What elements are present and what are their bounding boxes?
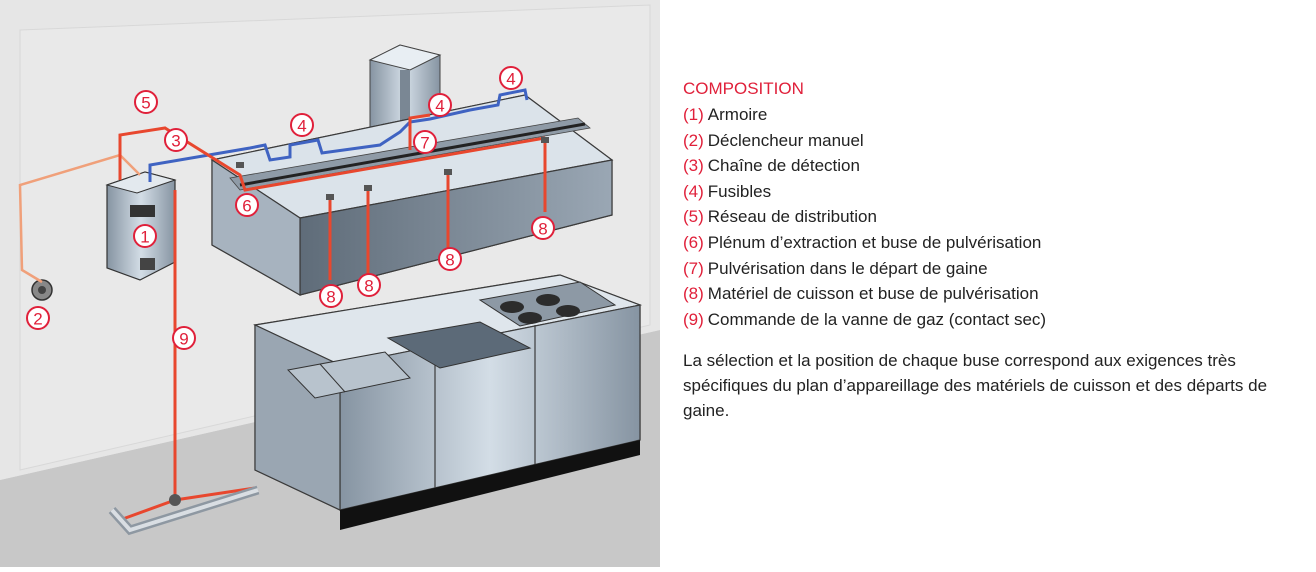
legend-item-label: Commande de la vanne de gaz (contact sec… [707,309,1047,329]
svg-text:2: 2 [33,310,42,329]
nozzle [541,137,549,143]
distribution-network [118,113,547,522]
legend-item-number: (1) [683,105,704,124]
svg-text:5: 5 [141,94,150,113]
legend-item-label: Fusibles [707,181,772,201]
legend-item: (2)Déclencheur manuel [683,128,1313,154]
detection-chain-line [148,88,529,182]
legend-item: (5)Réseau de distribution [683,204,1313,230]
callout-1: 1 [133,224,157,248]
manual-release-device [31,279,53,301]
legend-item-number: (3) [683,156,704,176]
callout-6: 6 [235,193,259,217]
svg-text:8: 8 [445,251,454,270]
legend-item-number: (8) [683,284,704,304]
svg-text:8: 8 [364,277,373,296]
callout-2: 2 [26,306,50,330]
legend-item-label: Déclencheur manuel [707,130,864,150]
legend-item-label: Réseau de distribution [707,207,877,227]
gas-pipe [108,485,260,536]
legend-item: (3)Chaîne de détection [683,153,1313,179]
svg-text:6: 6 [242,197,251,216]
callout-8: 8 [357,273,381,297]
legend-item-label: Armoire [707,105,768,124]
legend-title: COMPOSITION [683,79,804,98]
cooking-counter [252,274,643,530]
callout-8: 8 [319,284,343,308]
installation-illustration: 1 2 3 4 4 4 5 6 7 8 8 8 [0,0,660,567]
legend-item-number: (2) [683,130,704,150]
svg-text:8: 8 [538,220,547,239]
callout-8: 8 [531,216,555,240]
extinguishing-system-diagram: 1 2 3 4 4 4 5 6 7 8 8 8 [0,0,660,567]
svg-text:1: 1 [140,228,149,247]
spray-nozzles [236,137,549,200]
legend-item: (1)Armoire [683,102,1313,128]
callout-3: 3 [164,128,188,152]
callout-4: 4 [499,66,523,90]
callout-4: 4 [428,93,452,117]
callout-8: 8 [438,247,462,271]
legend-item: (8)Matériel de cuisson et buse de pulvér… [683,281,1313,307]
legend-item-number: (6) [683,232,704,252]
legend-list: (1)Armoire (2)Déclencheur manuel (3)Chaî… [683,102,1313,332]
legend-item-number: (7) [683,258,704,278]
nozzle [326,194,334,200]
nozzle [444,169,452,175]
legend-item-label: Matériel de cuisson et buse de pulvérisa… [707,284,1039,304]
legend-item: (4)Fusibles [683,179,1313,205]
legend-item: (9)Commande de la vanne de gaz (contact … [683,307,1313,333]
nozzle-selection-note: La sélection et la position de chaque bu… [683,351,1268,421]
svg-text:3: 3 [171,132,180,151]
legend-item: (7)Pulvérisation dans le départ de gaine [683,256,1313,282]
legend-item-label: Plénum d’extraction et buse de pulvérisa… [707,232,1042,252]
legend-item-number: (9) [683,309,704,329]
nozzle [364,185,372,191]
svg-text:4: 4 [506,70,515,89]
callout-5: 5 [134,90,158,114]
legend-item-label: Pulvérisation dans le départ de gaine [707,258,988,278]
legend-item-number: (5) [683,207,704,227]
legend-item-label: Chaîne de détection [707,156,860,176]
svg-text:8: 8 [326,288,335,307]
nozzle [236,162,244,168]
svg-text:7: 7 [420,134,429,153]
svg-text:4: 4 [297,117,306,136]
callout-7: 7 [413,130,437,154]
legend-item: (6)Plénum d’extraction et buse de pulvér… [683,230,1313,256]
legend-item-number: (4) [683,181,704,201]
svg-text:9: 9 [179,330,188,349]
callout-4: 4 [290,113,314,137]
composition-legend: COMPOSITION (1)Armoire (2)Déclencheur ma… [683,78,1313,440]
svg-text:4: 4 [435,97,444,116]
manual-release-cable [18,153,141,284]
callout-9: 9 [172,326,196,350]
